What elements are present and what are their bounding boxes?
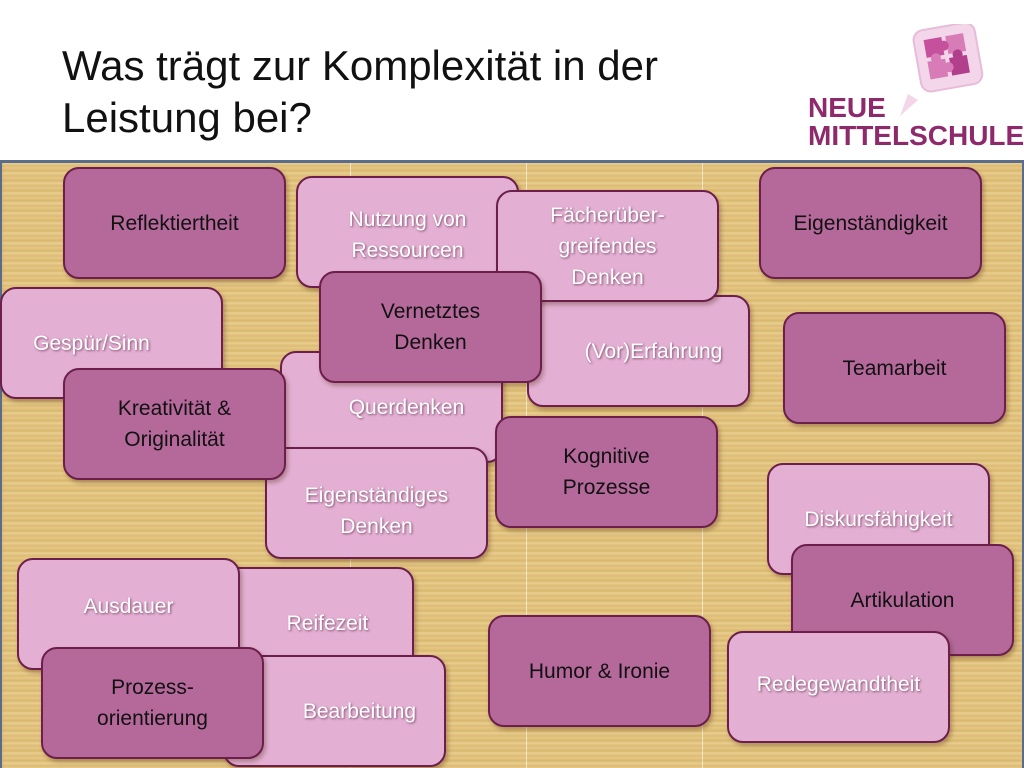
logo-line-neue: NEUE [808,92,886,123]
card-eigenstaendigkeit: Eigenständigkeit [759,167,982,279]
card-prozessorientierung: Prozess- orientierung [41,647,264,759]
puzzle-logo-icon [900,24,984,116]
card-vernetztes-denken: Vernetztes Denken [319,271,542,383]
card-kreativitaet-originalitaet: Kreativität & Originalität [63,368,286,480]
card-eigenstaendiges-denken: Eigenständiges Denken [265,447,488,559]
card-teamarbeit: Teamarbeit [783,312,1006,424]
logo: NEUE MITTELSCHULE [800,24,1024,154]
card-reflektiertheit: Reflektiertheit [63,167,286,279]
card-vor-erfahrung: (Vor)Erfahrung [527,295,750,407]
logo-line-mittelschule: MITTELSCHULE [808,120,1024,151]
card-faecheruebergreifendes-denken: Fächerüber- greifendes Denken [496,190,719,302]
card-redegewandtheit: Redegewandtheit [727,631,950,743]
card-kognitive-prozesse: Kognitive Prozesse [495,416,718,528]
page-title: Was trägt zur Komplexität in der Leistun… [62,42,658,141]
card-humor-ironie: Humor & Ironie [488,615,711,727]
